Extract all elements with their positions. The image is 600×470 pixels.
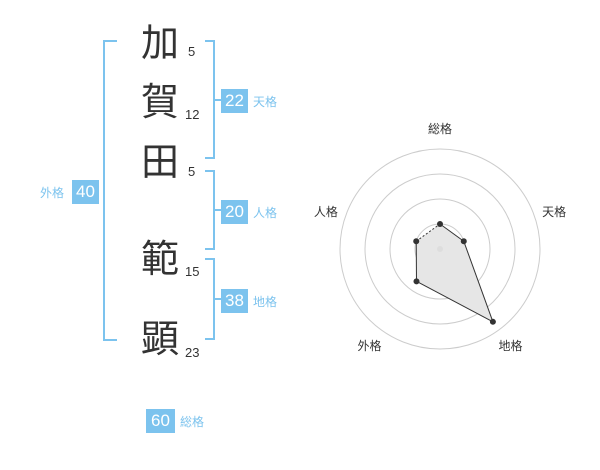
radar-ring (339, 148, 541, 350)
tenkaku-tick (213, 99, 221, 101)
name-char-1: 加 (141, 21, 180, 65)
jinkaku-value: 20 (221, 200, 248, 224)
name-char-4: 範 (141, 237, 180, 281)
jinkaku-tick (213, 209, 221, 211)
stroke-count-1: 5 (188, 44, 196, 59)
radar-point (437, 221, 443, 227)
radar-axis-label: 外格 (357, 338, 381, 353)
radar-axis-label: 総格 (428, 121, 452, 136)
soukaku-label: 総格 (180, 415, 205, 429)
radar-axis-label: 地格 (499, 338, 523, 353)
radar-point (413, 238, 420, 245)
radar-edge (415, 223, 441, 242)
radar-axis-label: 人格 (314, 204, 338, 219)
radar-edge (439, 223, 465, 242)
name-char-2: 賀 (141, 80, 180, 124)
chikaku-label: 地格 (253, 295, 278, 309)
radar-axis-label: 天格 (542, 204, 566, 219)
stroke-count-2: 12 (185, 107, 200, 122)
radar-point (489, 318, 496, 325)
tenkaku-label: 天格 (253, 95, 278, 109)
radar-center (437, 246, 443, 252)
radar-point (460, 238, 467, 245)
chikaku-value: 38 (221, 289, 248, 313)
radar-edge (416, 280, 494, 323)
gaikaku-label: 外格 (40, 186, 65, 200)
chikaku-tick (213, 298, 221, 300)
gaikaku-bracket (103, 40, 117, 341)
stroke-count-5: 23 (185, 345, 200, 360)
gaikaku-value: 40 (72, 180, 99, 204)
tenkaku-value: 22 (221, 89, 248, 113)
name-char-3: 田 (141, 140, 180, 184)
radar-edge (463, 241, 494, 322)
radar-area (416, 224, 493, 322)
stroke-count-4: 15 (185, 264, 200, 279)
radar-ring (364, 173, 516, 325)
soukaku-value: 60 (146, 409, 175, 433)
jinkaku-label: 人格 (253, 206, 278, 220)
radar-point (413, 278, 420, 285)
radar-ring (389, 198, 491, 300)
name-char-5: 顕 (141, 317, 180, 361)
stroke-count-3: 5 (188, 164, 196, 179)
